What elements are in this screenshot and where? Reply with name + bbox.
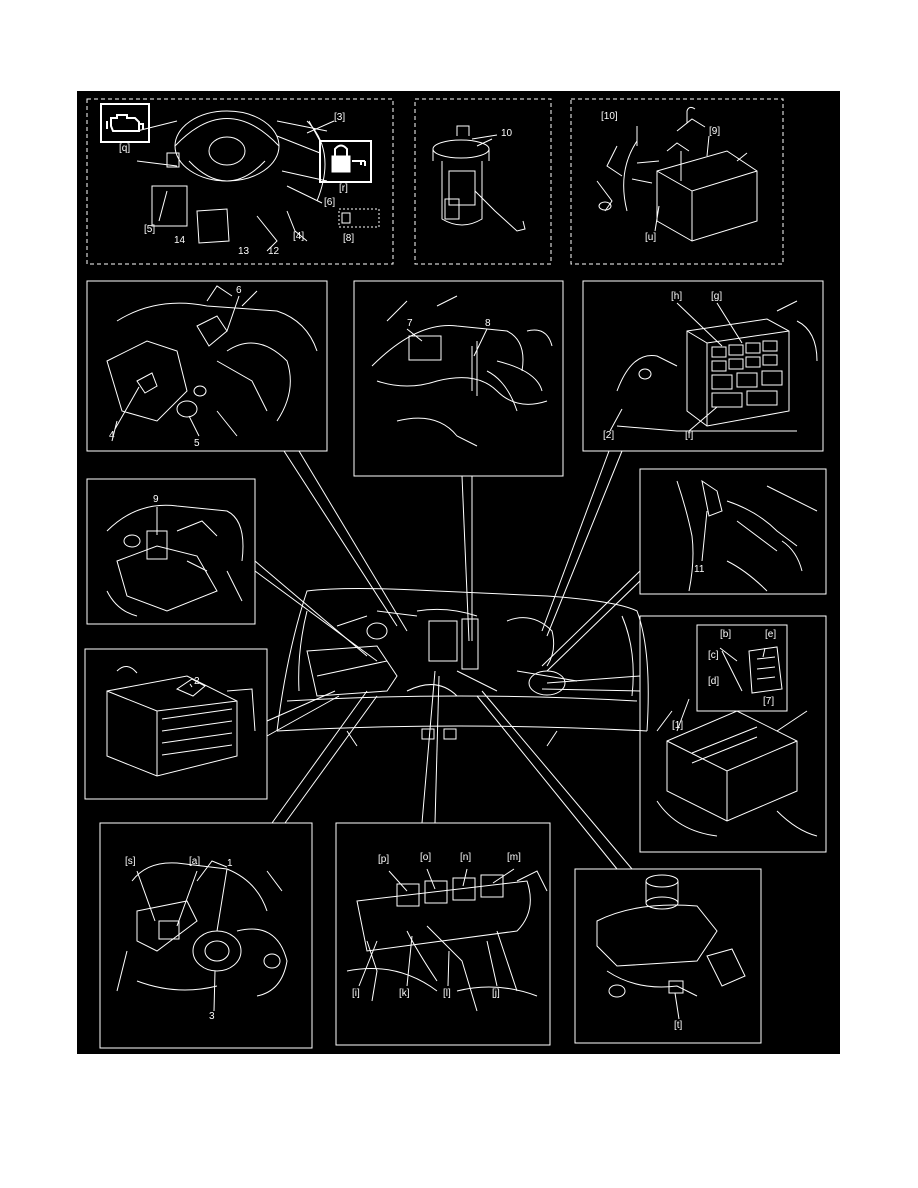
callout-8: 8 <box>485 318 491 329</box>
callout-i: [i] <box>352 988 360 999</box>
callout-s: [s] <box>125 856 136 867</box>
callout-10b: [10] <box>601 111 618 122</box>
panel-throttle-body <box>99 822 313 1049</box>
intake-mid-sketch <box>371 295 553 447</box>
callout-3b: 3 <box>209 1011 215 1022</box>
callout-c: [c] <box>708 650 719 661</box>
callout-a: [a] <box>189 856 201 867</box>
callout-k: [k] <box>399 988 410 999</box>
fuel-pump-sketch <box>432 125 526 232</box>
callout-9b: [9] <box>709 126 721 137</box>
panel-fuel-pump <box>414 98 552 265</box>
callout-5b: [5] <box>144 224 156 235</box>
callout-p: [p] <box>378 854 390 865</box>
callout-2b: [2] <box>603 430 615 441</box>
callout-g: [g] <box>711 291 723 302</box>
panel-canister <box>570 98 784 265</box>
panel-intake-mid <box>353 280 564 477</box>
callout-1: 1 <box>227 858 233 869</box>
callout-t: [t] <box>674 1020 683 1031</box>
ignition-coils-sketch <box>346 870 548 1012</box>
callout-7b: [7] <box>763 696 775 707</box>
diagram-artwork <box>84 98 827 1049</box>
callout-10: 10 <box>501 128 513 139</box>
callout-o: [o] <box>420 852 432 863</box>
callout-q: [q] <box>119 143 131 154</box>
callout-5: 5 <box>194 438 200 449</box>
callout-4b: [4] <box>293 231 305 242</box>
callout-13: 13 <box>238 246 250 257</box>
callout-d: [d] <box>708 676 720 687</box>
panel-fuse-box <box>582 280 824 452</box>
callout-2: 2 <box>194 676 200 687</box>
panel-ecm <box>639 615 827 853</box>
lock-key-icon <box>276 120 372 183</box>
panel-ignition-coils <box>335 822 551 1046</box>
callout-1b: [1] <box>672 720 684 731</box>
panel-oil-filter <box>574 868 762 1044</box>
left-mid-sketch <box>106 504 244 617</box>
callout-f: [f] <box>685 430 694 441</box>
callout-j: [j] <box>492 988 500 999</box>
right-mid-sketch <box>676 479 818 592</box>
panel-left-mid <box>86 478 256 625</box>
panel-air-cleaner <box>84 648 268 800</box>
panel-throttle-top <box>86 280 328 452</box>
callout-14: 14 <box>174 235 186 246</box>
dashboard-sketch <box>136 110 380 252</box>
callout-h: [h] <box>671 291 683 302</box>
engine-bay-sketch <box>276 588 649 747</box>
callout-n: [n] <box>460 852 472 863</box>
callout-8b: [8] <box>343 233 355 244</box>
callout-l: [l] <box>443 988 451 999</box>
throttle-body-sketch <box>116 860 288 997</box>
callout-6: 6 <box>236 285 242 296</box>
callout-r: [r] <box>339 183 348 194</box>
fuse-box-sketch <box>616 300 818 432</box>
callout-9: 9 <box>153 494 159 505</box>
callout-11: 11 <box>694 564 705 575</box>
panel-dashboard <box>86 98 394 265</box>
callout-4: 4 <box>109 430 115 441</box>
callout-leaders <box>114 120 766 1012</box>
check-engine-icon <box>100 103 150 143</box>
callout-m: [m] <box>507 852 521 863</box>
panel-right-mid <box>639 468 827 595</box>
callout-b: [b] <box>720 629 732 640</box>
leader-lines <box>254 450 641 870</box>
oil-filter-sketch <box>596 874 746 1020</box>
engine-component-location-diagram: [q] [3] [r] [6] [5] 14 13 12 [4] [8] 10 … <box>77 91 840 1054</box>
air-cleaner-sketch <box>106 666 256 777</box>
callout-7: 7 <box>407 318 413 329</box>
callout-u: [u] <box>645 232 657 243</box>
callout-e: [e] <box>765 629 777 640</box>
ecm-sketch <box>656 646 818 837</box>
callout-6b: [6] <box>324 197 336 208</box>
panel-ecm-connector-detail <box>696 624 788 712</box>
throttle-top-sketch <box>106 285 318 442</box>
canister-sketch <box>596 106 758 242</box>
callout-12: 12 <box>268 246 280 257</box>
callout-3: [3] <box>334 112 346 123</box>
